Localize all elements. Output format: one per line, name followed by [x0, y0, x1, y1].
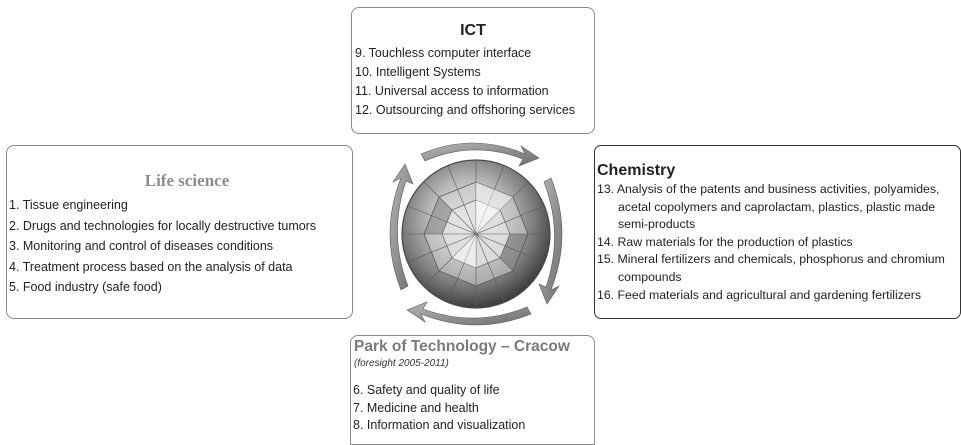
cycle-arrows-icon — [389, 142, 563, 326]
list-item: 15. Mineral fertilizers and chemicals, p… — [597, 252, 945, 284]
list-item: 8. Information and visualization — [353, 418, 526, 432]
park-subtitle: (foresight 2005-2011) — [354, 358, 449, 369]
park-title: Park of Technology – Cracow — [354, 338, 570, 355]
ict-box: ICT 9. Touchless computer interface 10. … — [351, 7, 595, 134]
list-item: 16. Feed materials and agricultural and … — [597, 287, 921, 302]
list-item: 14. Raw materials for the production of … — [597, 234, 853, 249]
list-item: 11. Universal access to information — [355, 84, 549, 98]
park-list: 6. Safety and quality of life 7. Medicin… — [351, 382, 594, 435]
list-item: 9. Touchless computer interface — [355, 46, 532, 60]
ict-title: ICT — [460, 22, 486, 39]
chemistry-title: Chemistry — [597, 162, 676, 179]
central-graphic — [373, 134, 579, 334]
ict-list: 9. Touchless computer interface 10. Inte… — [352, 44, 594, 120]
list-item: 12. Outsourcing and offshoring services — [355, 103, 576, 117]
list-item: 5. Food industry (safe food) — [9, 280, 162, 294]
list-item: 13. Analysis of the patents and business… — [597, 182, 940, 232]
list-item: 2. Drugs and technologies for locally de… — [9, 218, 317, 233]
list-item: 7. Medicine and health — [353, 400, 479, 415]
park-of-technology-box: Park of Technology – Cracow (foresight 2… — [350, 335, 595, 445]
chemistry-list: 13. Analysis of the patents and business… — [595, 181, 960, 304]
life-science-box: Life science 1. Tissue engineering 2. Dr… — [6, 145, 353, 319]
diamond-gem-icon — [401, 159, 551, 309]
life-science-title: Life science — [144, 171, 230, 190]
life-science-list: 1. Tissue engineering 2. Drugs and techn… — [7, 195, 352, 298]
list-item: 10. Intelligent Systems — [355, 65, 481, 79]
list-item: 4. Treatment process based on the analys… — [9, 259, 293, 274]
list-item: 1. Tissue engineering — [9, 198, 128, 212]
chemistry-box: Chemistry 13. Analysis of the patents an… — [594, 145, 961, 319]
list-item: 6. Safety and quality of life — [353, 383, 500, 397]
list-item: 3. Monitoring and control of diseases co… — [9, 239, 274, 253]
diamond-cycle-graphic — [389, 142, 563, 326]
